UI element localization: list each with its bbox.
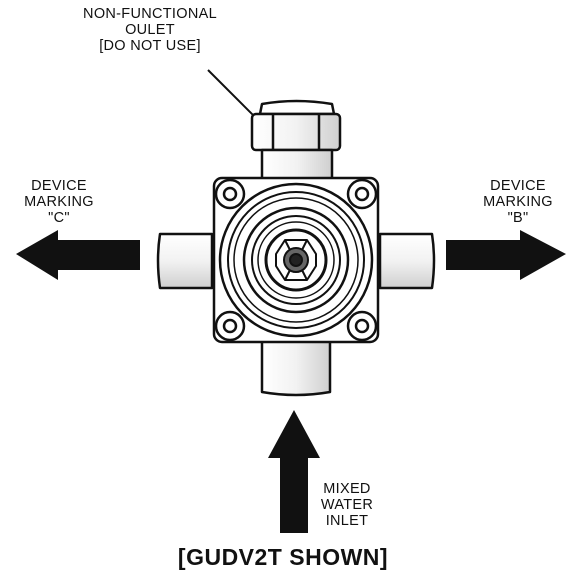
mounting-lugs — [214, 178, 378, 342]
left-label-line-2: MARKING — [24, 194, 94, 210]
up-arrow — [268, 410, 320, 533]
right-pipe — [378, 232, 436, 290]
right-label-line-1: DEVICE — [490, 178, 546, 194]
top-label-line-3: [DO NOT USE] — [99, 38, 201, 54]
diagram-caption: [GUDV2T SHOWN] — [177, 544, 389, 570]
right-label-line-3: "B" — [507, 210, 529, 226]
top-outlet-label: NON-FUNCTIONAL OULET [DO NOT USE] — [30, 6, 270, 54]
left-label-line-1: DEVICE — [31, 178, 87, 194]
bottom-inlet-pipe — [260, 334, 332, 397]
left-outlet-label: DEVICE MARKING "C" — [0, 178, 118, 226]
top-label-line-2: OULET — [125, 22, 175, 38]
left-arrow — [16, 230, 140, 280]
inlet-label: MIXED WATER INLET — [310, 481, 384, 529]
inlet-label-line-1: MIXED — [323, 481, 371, 497]
top-label-line-1: NON-FUNCTIONAL — [83, 6, 217, 22]
top-outlet — [250, 99, 342, 182]
cartridge-stem — [275, 239, 317, 281]
right-arrow — [446, 230, 566, 280]
inlet-label-line-2: WATER — [320, 497, 374, 513]
inlet-label-line-3: INLET — [325, 513, 369, 529]
right-label-line-2: MARKING — [483, 194, 553, 210]
right-outlet-label: DEVICE MARKING "B" — [470, 178, 566, 226]
left-label-line-3: "C" — [48, 210, 70, 226]
left-pipe — [156, 232, 214, 290]
valve-body — [156, 99, 436, 397]
